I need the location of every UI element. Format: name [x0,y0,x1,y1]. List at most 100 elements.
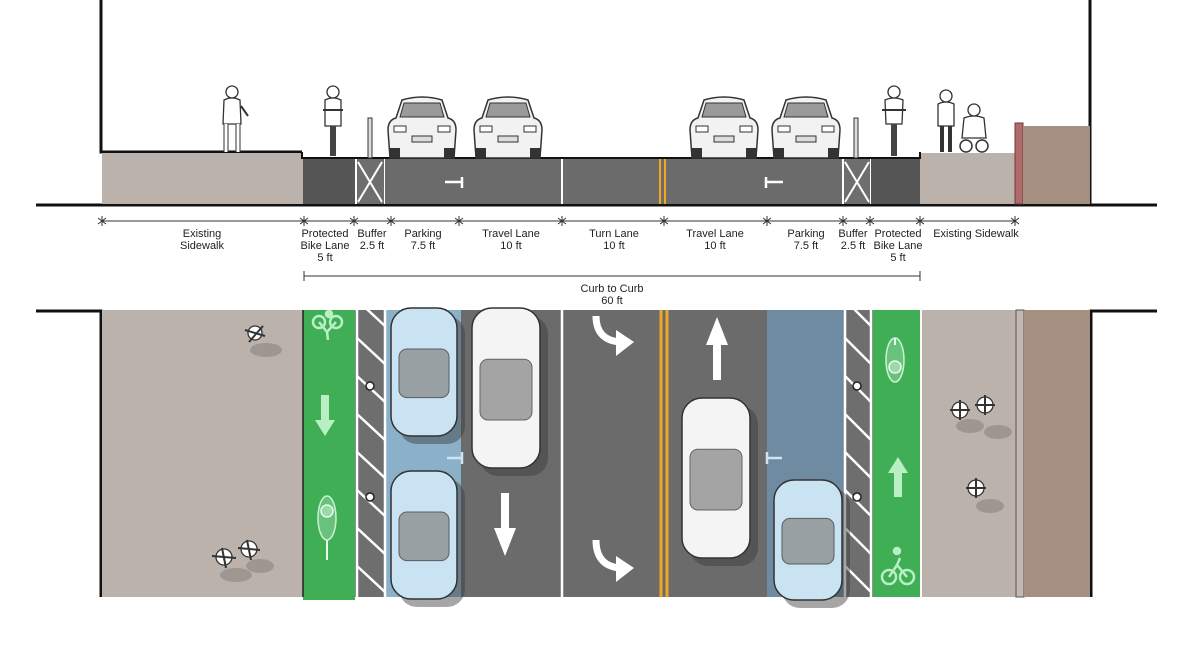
segment-width: 10 ft [603,240,625,252]
arrow-icon [494,493,516,556]
left-bike-lane-section [303,158,356,204]
pedestrian-icon [959,103,989,153]
segment-width: 5 ft [890,252,906,264]
right-sidewalk-section [920,153,1015,204]
segment-name-line2: Bike Lane [300,240,350,252]
bollard-icon [852,381,862,391]
plan-view [36,299,1157,608]
bollard-icon [853,117,859,159]
car-icon [390,470,465,607]
segment-width: 10 ft [704,240,726,252]
buffer-hatch [356,565,386,593]
dimension-lines [97,216,1020,281]
pedestrian-icon [966,478,1004,513]
segment-name-line2: Sidewalk [179,240,225,252]
plan-building [1024,310,1090,597]
pedestrian-icon [222,85,249,152]
cyclist-icon [317,495,337,560]
segment-width: 7.5 ft [410,240,436,252]
segment-name: Existing Sidewalk [933,228,1019,240]
bollard-icon [852,492,862,502]
bike-symbol-icon [311,309,344,341]
plan-right-buffer [844,310,873,597]
pedestrian-icon [211,547,252,582]
arrow-icon [315,395,335,436]
buffer-hatch [357,161,383,203]
buffer-hatch [844,451,872,479]
car-icon [681,397,758,566]
segment-name-line2: Bike Lane [873,240,923,252]
segment-name: Turn Lane [589,228,639,240]
parking-tee-mark [764,177,783,188]
buffer-hatch [356,299,386,327]
buffer-hatch [844,299,872,327]
plan-left-sidewalk [102,310,303,597]
right-building-outline [1088,0,1157,207]
car-icon [471,307,548,476]
parking-tee-mark [765,452,782,464]
buffer-hatch [356,337,386,365]
segment-name: Protected [301,228,349,240]
segment-width: 5 ft [317,252,333,264]
buffer-hatch [844,489,872,517]
car-icon [473,96,543,159]
bollard-icon [365,492,375,502]
segment-label: Existing Sidewalk [933,228,1019,240]
bollard-icon [367,117,373,159]
buffer-hatch [356,451,386,479]
left-sidewalk-section [102,153,303,204]
fence-post [1014,122,1024,205]
parking-tee-mark [445,177,464,188]
buffer-hatch [844,565,872,593]
segment-name: Buffer [838,228,868,240]
parking-tee-mark [447,452,464,464]
turn-arrow-icon [616,330,634,356]
car-icon [390,307,465,444]
pedestrian-icon [237,539,274,573]
curb-to-curb-width: 60 ft [601,295,623,307]
buffer-hatch [844,527,872,555]
buffer-hatch [844,337,872,365]
plan-left-bike-lane [303,310,355,600]
segment-name: Buffer [357,228,387,240]
buffer-hatch [844,413,872,441]
segment-width: 7.5 ft [793,240,819,252]
plan-right-sidewalk [921,310,1016,597]
turn-arrow-icon [616,556,634,582]
plan-right-outline [1089,309,1157,597]
buffer-hatch [356,489,386,517]
bollard-icon [365,381,375,391]
building-facade [1023,126,1090,204]
elevation-view [36,0,1157,207]
cyclist-icon [882,85,906,156]
curb-to-curb-title: Curb to Curb [580,283,644,295]
plan-left-outline [36,309,103,597]
car-icon [689,96,759,159]
right-bike-lane-section [871,158,920,204]
segment-name: Existing [182,228,222,240]
bike-symbol-icon [880,546,916,586]
pedestrian-icon [950,400,984,433]
segment-width: 2.5 ft [359,240,385,252]
plan-fence [1015,309,1025,598]
cyclist-icon [323,85,343,156]
car-icon [771,96,841,159]
arrow-icon [706,317,728,380]
car-icon [387,96,457,159]
car-icon [773,479,850,608]
pedestrian-icon [244,325,282,357]
cyclist-icon [885,337,905,383]
buffer-hatch [844,161,870,203]
buffer-hatch [356,527,386,555]
left-building-outline [99,0,302,154]
pedestrian-icon [975,395,1012,439]
